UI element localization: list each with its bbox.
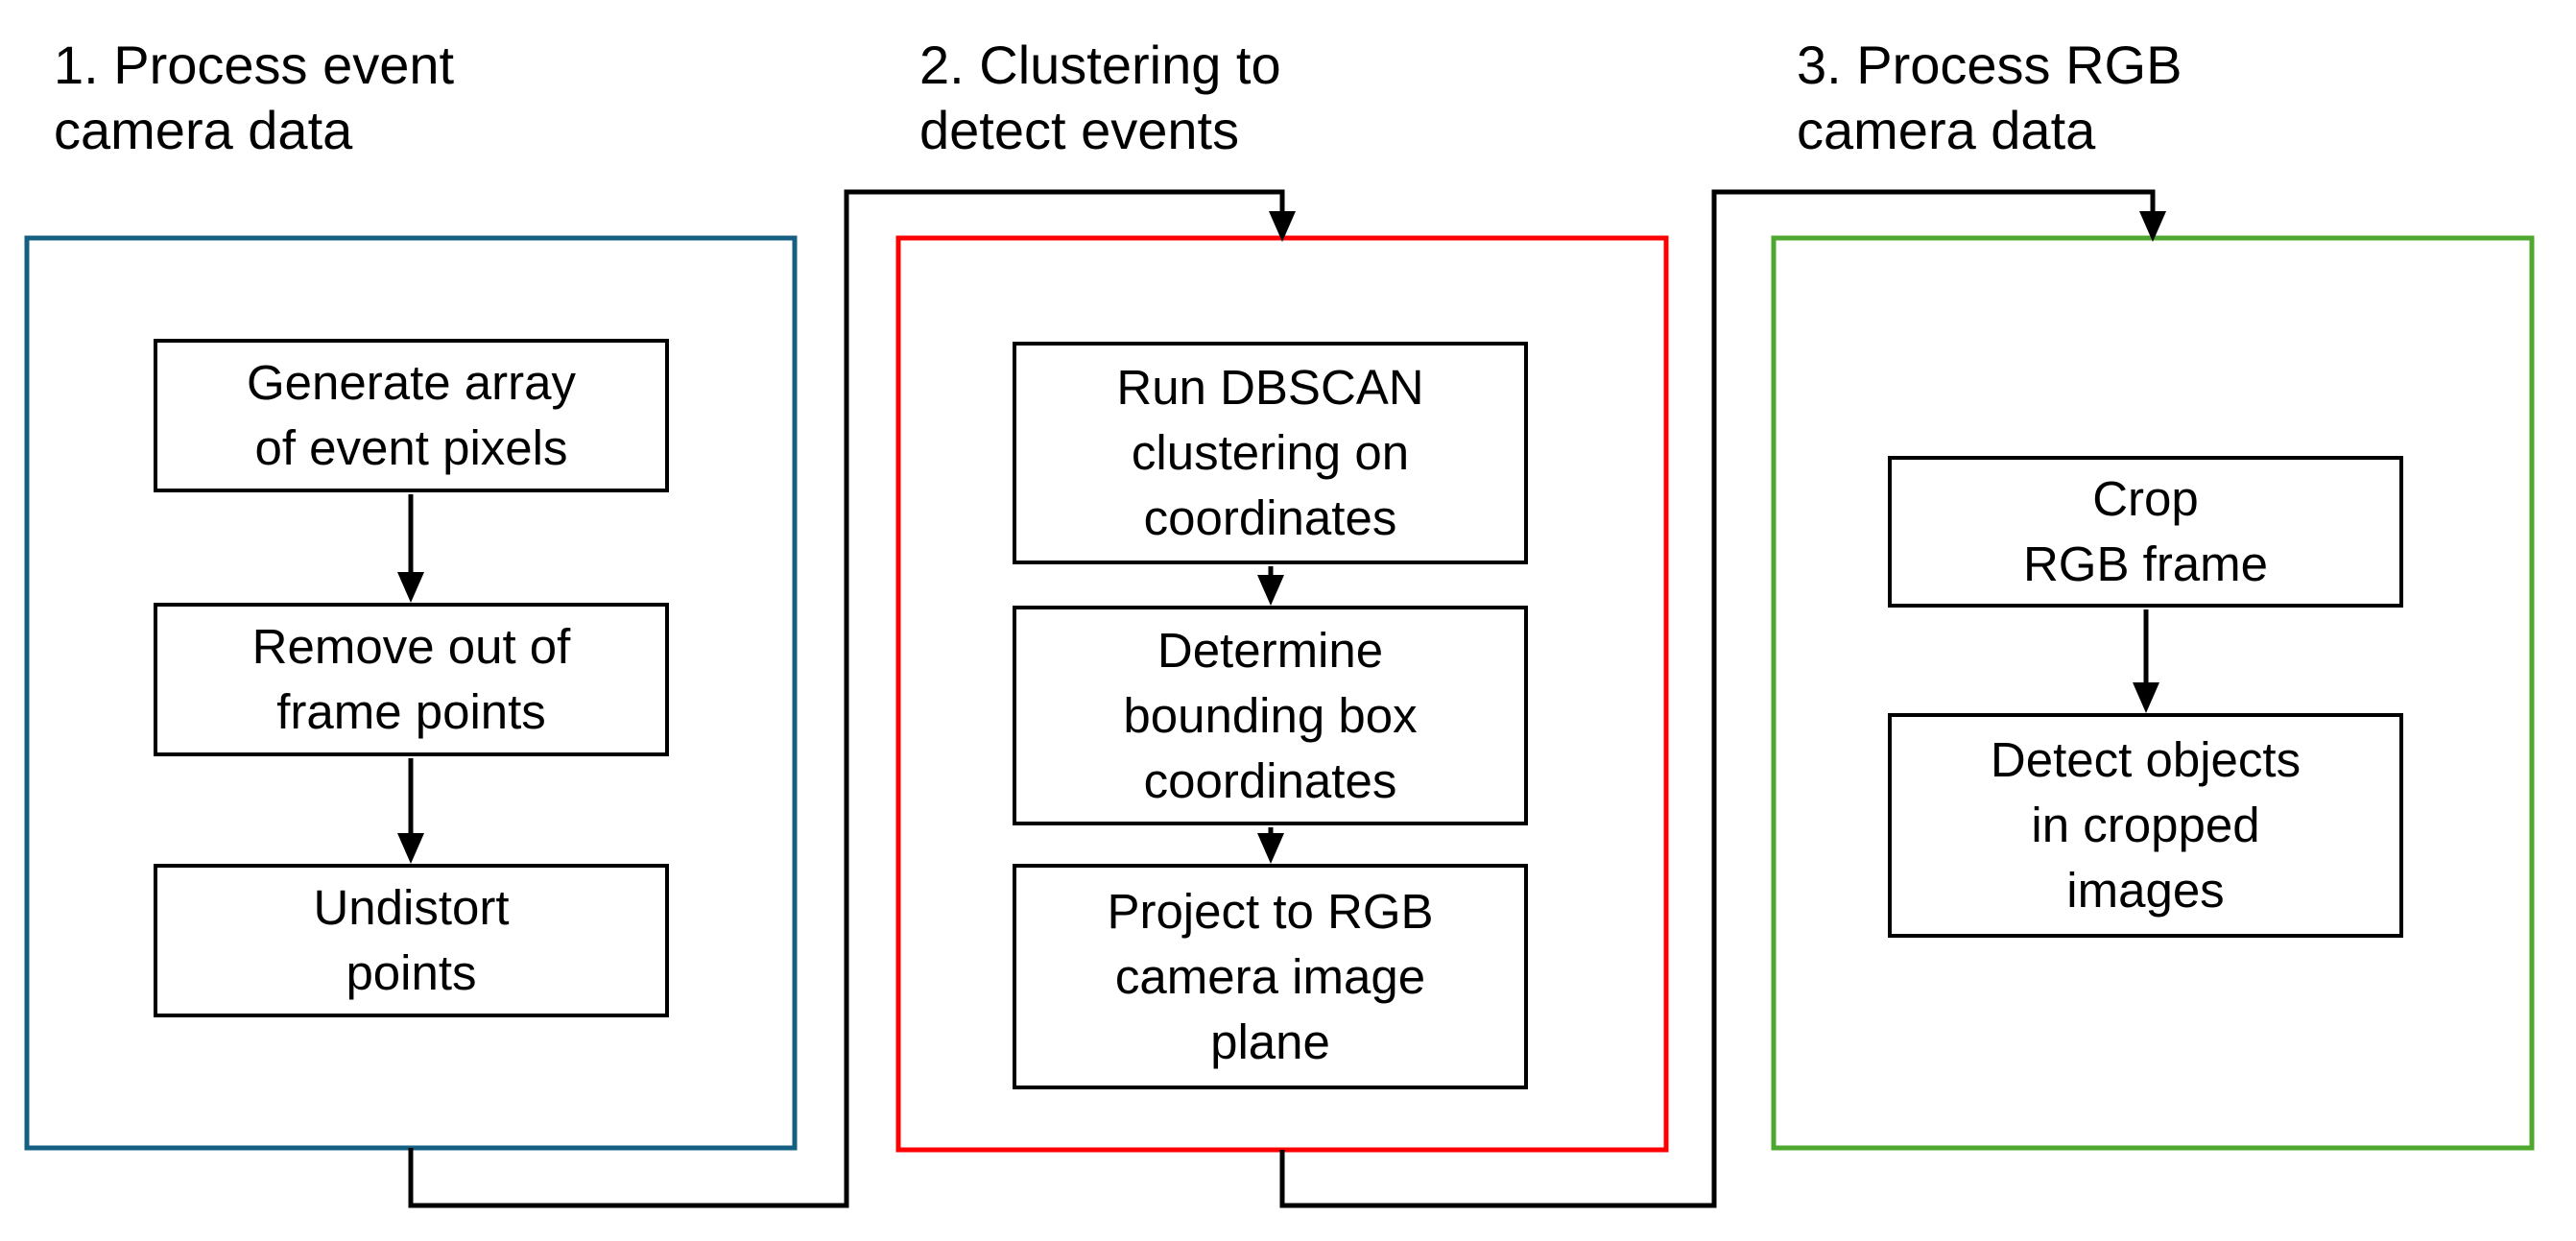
stage1-arrow-2-head bbox=[397, 833, 424, 864]
stage2-arrow-2-head bbox=[1257, 833, 1284, 864]
stage3-step-crop-rgb-frame: Crop RGB frame bbox=[1888, 456, 2403, 608]
stage2-step-run-dbscan: Run DBSCAN clustering on coordinates bbox=[1013, 342, 1528, 564]
stage1-title: 1. Process event camera data bbox=[54, 35, 455, 160]
stage1-step-generate-array: Generate array of event pixels bbox=[154, 339, 669, 492]
stage1-step-undistort-points: Undistort points bbox=[154, 864, 669, 1017]
stage3-title: 3. Process RGB camera data bbox=[1797, 35, 2182, 160]
connector-stage1-to-stage2-head bbox=[1269, 211, 1296, 242]
stage1-arrow-1-head bbox=[397, 572, 424, 603]
stage2-step-bounding-box: Determine bounding box coordinates bbox=[1013, 606, 1528, 825]
stage2-step-project-to-rgb: Project to RGB camera image plane bbox=[1013, 864, 1528, 1089]
connector-stage2-to-stage3 bbox=[1279, 189, 2156, 1208]
connector-stage1-to-stage2 bbox=[408, 189, 1285, 1208]
connector-stage2-to-stage3-head bbox=[2139, 211, 2166, 242]
stage3-arrow-1-head bbox=[2133, 682, 2159, 713]
stage2-title: 2. Clustering to detect events bbox=[919, 35, 1281, 160]
stage2-arrow-1-head bbox=[1257, 575, 1284, 606]
stage3-step-detect-objects: Detect objects in cropped images bbox=[1888, 713, 2403, 938]
stage1-step-remove-out-of-frame: Remove out of frame points bbox=[154, 603, 669, 756]
